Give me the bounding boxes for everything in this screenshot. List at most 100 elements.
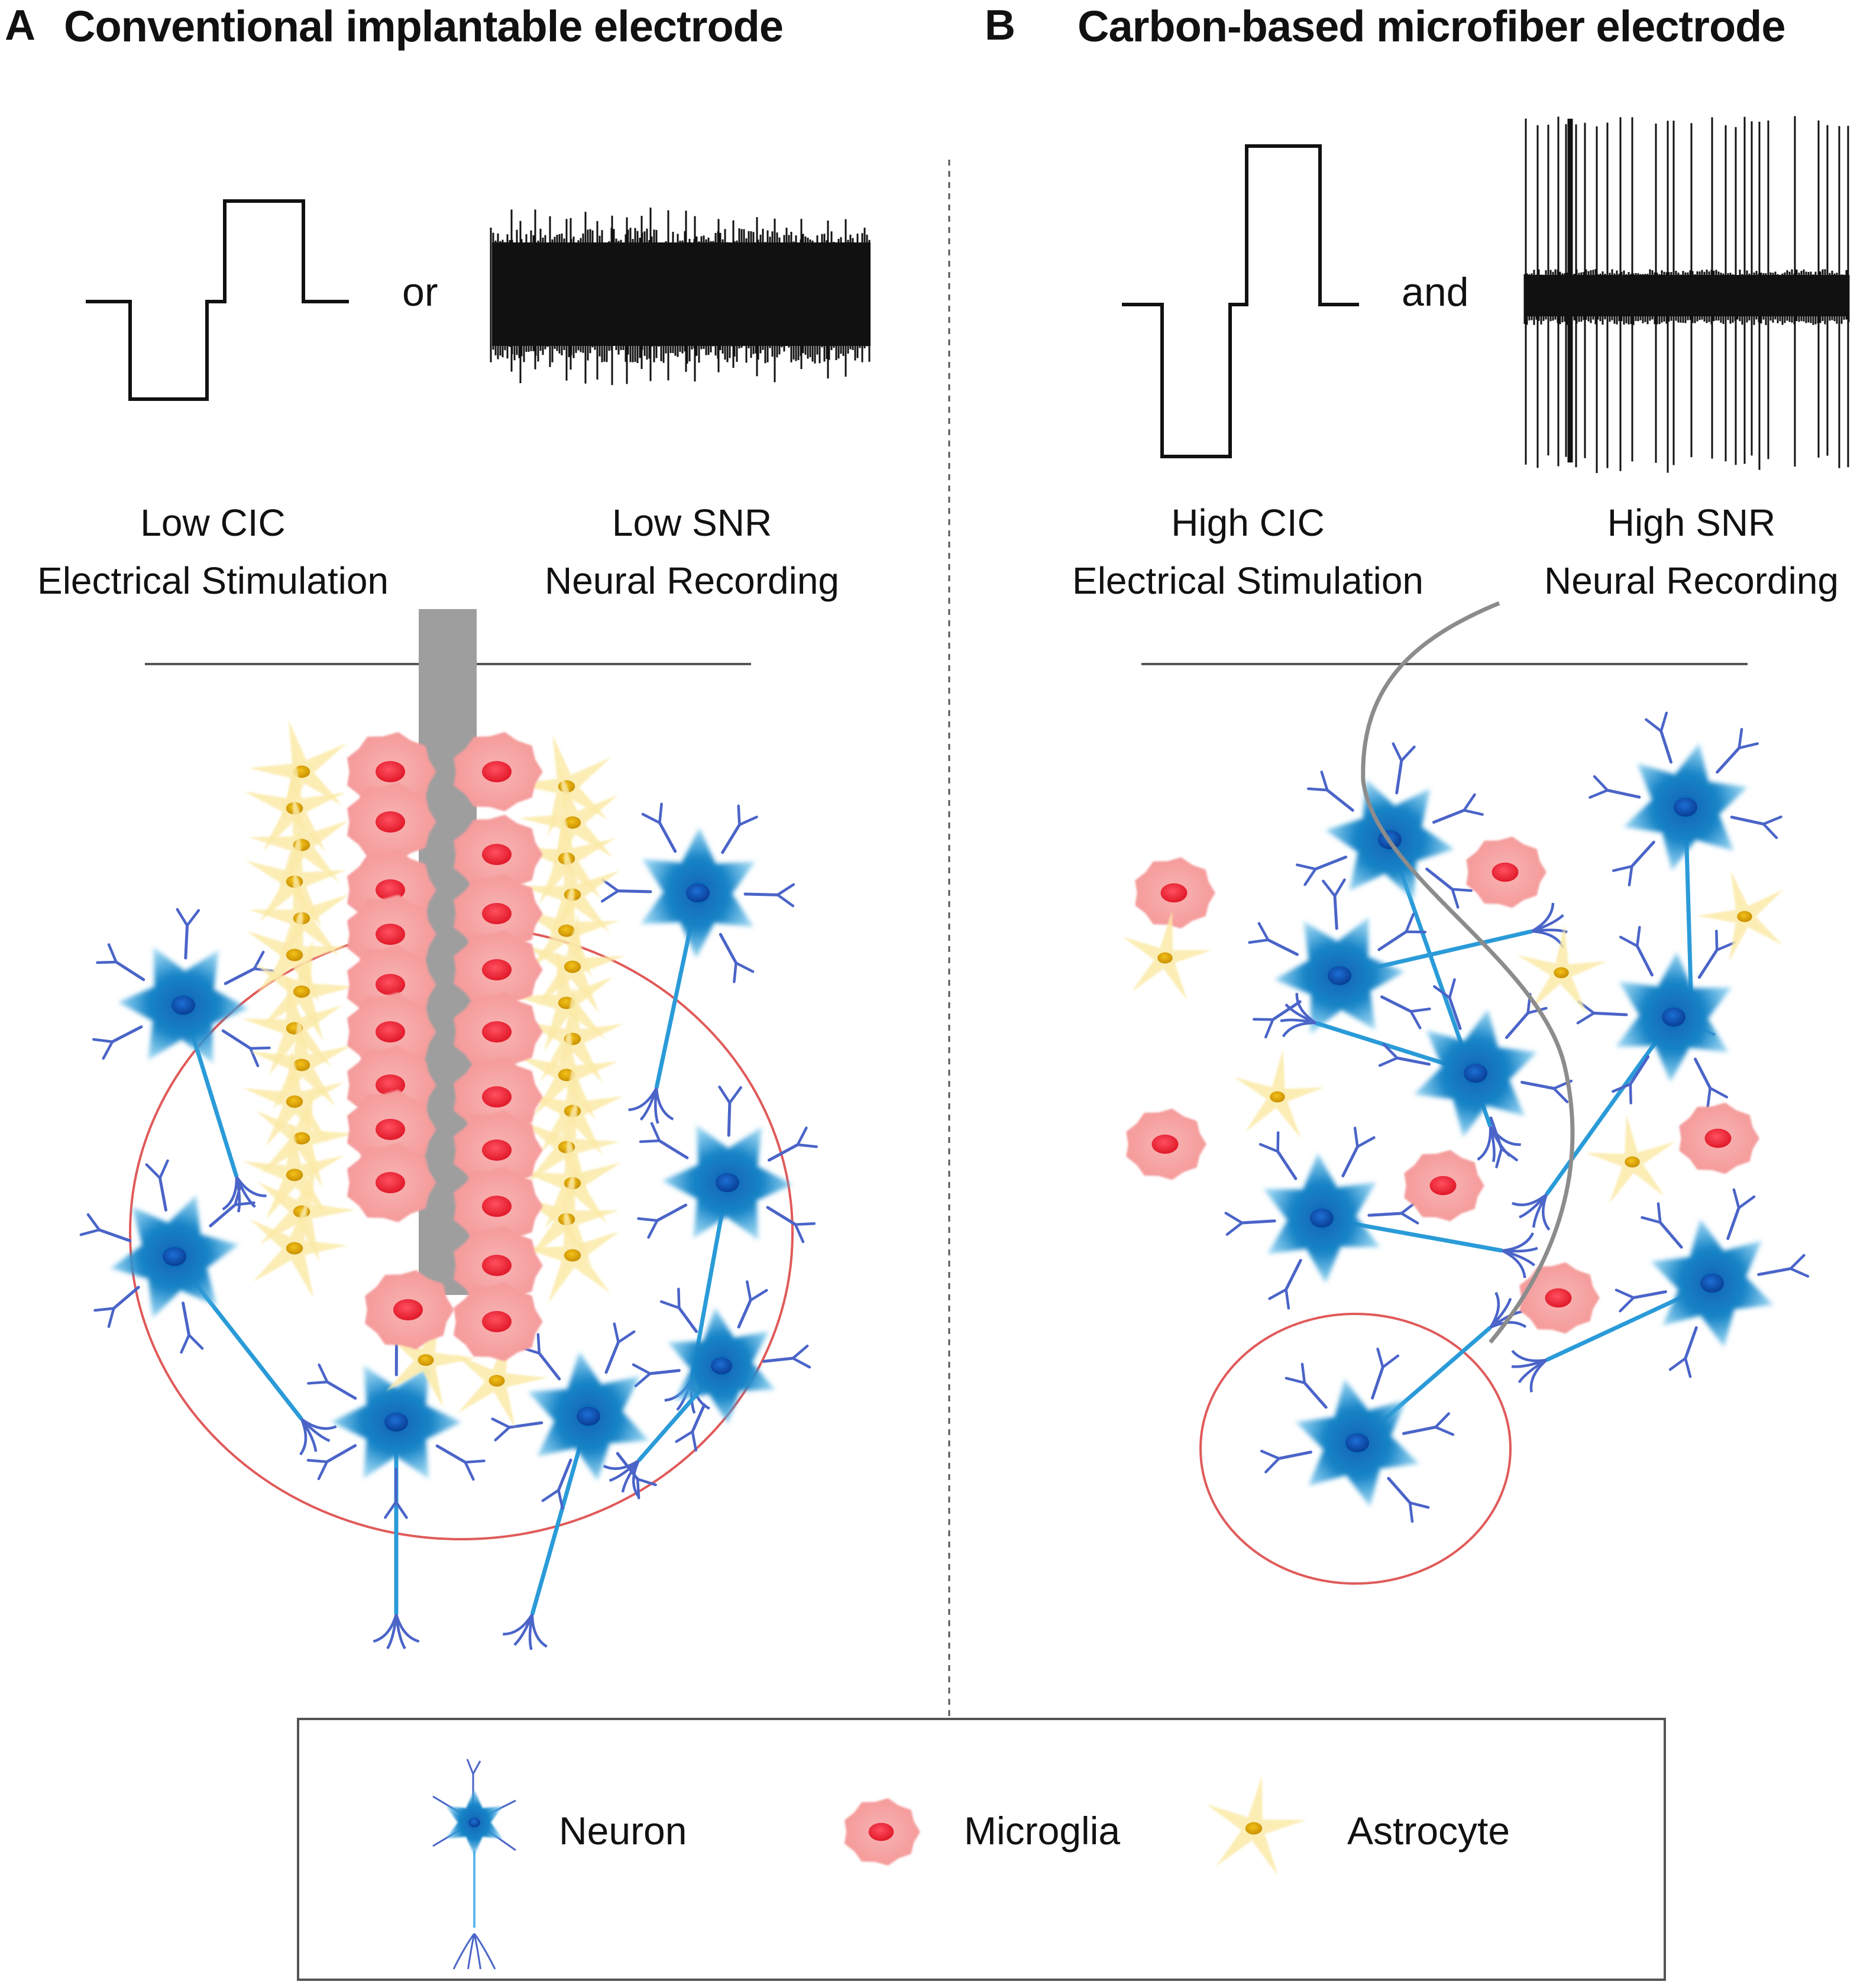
microglia: [454, 732, 543, 811]
microglia-nucleus: [482, 1139, 512, 1161]
recording-level: High SNR: [1607, 501, 1776, 544]
microglia: [347, 1143, 436, 1222]
stimulation-level: High CIC: [1171, 501, 1325, 544]
panel-a-tissue-scene: [79, 609, 818, 1650]
astrocyte-nucleus: [488, 1375, 505, 1387]
neuron: [1280, 978, 1573, 1168]
microglia-nucleus: [868, 1822, 894, 1841]
microglia: [454, 1110, 543, 1190]
neuron-icon: [432, 1759, 516, 1970]
microglia-nucleus: [376, 924, 405, 945]
stimulation-level: Low CIC: [140, 501, 286, 544]
astrocyte: [1697, 870, 1784, 962]
legend-icons: [432, 1759, 1307, 1970]
panel-b-neural-recording-trace: [1523, 116, 1850, 473]
microglia: [1135, 857, 1215, 929]
astrocyte-nucleus: [1245, 1822, 1263, 1835]
microglia-nucleus: [482, 1086, 512, 1108]
microglia-nucleus: [1492, 862, 1519, 882]
neuron-nucleus: [172, 996, 195, 1015]
astrocyte-nucleus: [1157, 952, 1173, 964]
recording-caption: Neural Recording: [1544, 559, 1839, 602]
microglia-nucleus: [482, 1021, 512, 1042]
microglia: [454, 992, 543, 1071]
microglia-nucleus: [482, 903, 512, 924]
panel-a-title: Conventional implantable electrode: [64, 2, 784, 51]
legend-label-microglia: Microglia: [964, 1809, 1121, 1853]
neuron-nucleus: [384, 1413, 408, 1432]
microglia-nucleus: [1429, 1176, 1457, 1196]
neuron-nucleus: [716, 1173, 739, 1192]
microglia: [1679, 1102, 1759, 1174]
astrocyte: [519, 770, 619, 872]
carbon-microfiber-electrode: [1361, 601, 1575, 1344]
astrocyte: [454, 1332, 548, 1428]
neuron: [1512, 925, 1736, 1231]
astrocyte: [242, 1048, 345, 1147]
astrocyte: [519, 1202, 620, 1303]
neuron: [1224, 1126, 1538, 1310]
panel-a-letter: A: [5, 2, 35, 49]
astrocyte-nucleus: [286, 1242, 303, 1255]
astrocyte-nucleus: [293, 1058, 310, 1071]
microglia-icon: [844, 1798, 920, 1866]
neuron: [603, 1280, 811, 1497]
microglia-nucleus: [482, 844, 512, 865]
microglia: [1404, 1150, 1484, 1222]
panel-b-letter: B: [985, 2, 1015, 49]
neuron-nucleus: [1345, 1433, 1369, 1452]
neuron-nucleus: [711, 1357, 732, 1375]
astrocyte-nucleus: [564, 960, 581, 973]
microglia: [454, 1226, 543, 1305]
microglia-nucleus: [1160, 883, 1188, 903]
astrocyte: [255, 939, 355, 1041]
neuron-nucleus: [1310, 1209, 1334, 1228]
microglia-nucleus: [376, 1021, 405, 1042]
stimulation-caption: Electrical Stimulation: [1072, 559, 1423, 602]
microglia: [1126, 1108, 1206, 1180]
neuron-nucleus: [1328, 966, 1351, 985]
astrocyte: [1585, 1114, 1676, 1204]
neuron: [1511, 1188, 1810, 1393]
recording-circle: [1199, 1313, 1512, 1585]
neuron-nucleus: [1464, 1064, 1487, 1083]
astrocyte: [250, 1011, 352, 1110]
microglia-nucleus: [376, 974, 405, 995]
panel-a-neural-recording-trace: [490, 208, 871, 386]
microglia-nucleus: [482, 1255, 512, 1276]
panel-b-conjunction: and: [1402, 270, 1469, 315]
astrocyte: [1517, 925, 1608, 1014]
microglia-nucleus: [376, 1119, 405, 1140]
panel-b-biphasic-waveform: [1122, 144, 1359, 458]
neuron: [1260, 1291, 1527, 1523]
astrocyte: [242, 1121, 345, 1220]
microglia: [454, 1282, 543, 1361]
astrocyte-nucleus: [558, 924, 575, 937]
astrocyte-nucleus: [1737, 911, 1752, 922]
astrocyte-nucleus: [286, 1095, 303, 1108]
recording-level: Low SNR: [612, 501, 772, 544]
astrocyte-nucleus: [293, 985, 310, 998]
panel-a-stimulation-label: Low CIC Electrical Stimulation: [0, 494, 426, 610]
microglia-nucleus: [376, 811, 405, 833]
panel-a-conjunction: or: [402, 270, 438, 315]
neuron: [600, 802, 795, 1124]
neuron-nucleus: [686, 883, 710, 902]
astrocyte-nucleus: [286, 948, 303, 961]
microglia-nucleus: [393, 1299, 423, 1320]
astrocyte-nucleus: [1270, 1091, 1285, 1103]
neuron-nucleus: [1700, 1274, 1724, 1293]
astrocyte: [255, 1086, 355, 1188]
neuron: [491, 1322, 657, 1650]
microglia: [454, 874, 543, 953]
neuron: [1248, 878, 1568, 1039]
microglia: [454, 815, 543, 894]
panel-a-recording-label: Low SNR Neural Recording: [509, 494, 875, 610]
neuron-nucleus: [163, 1247, 186, 1266]
neuron: [306, 1325, 486, 1650]
astrocyte-nucleus: [1554, 967, 1569, 979]
astrocyte-nucleus: [564, 1249, 581, 1262]
microglia-nucleus: [1151, 1134, 1179, 1154]
panel-a-biphasic-waveform: [86, 199, 349, 401]
microglia-nucleus: [482, 1311, 512, 1332]
